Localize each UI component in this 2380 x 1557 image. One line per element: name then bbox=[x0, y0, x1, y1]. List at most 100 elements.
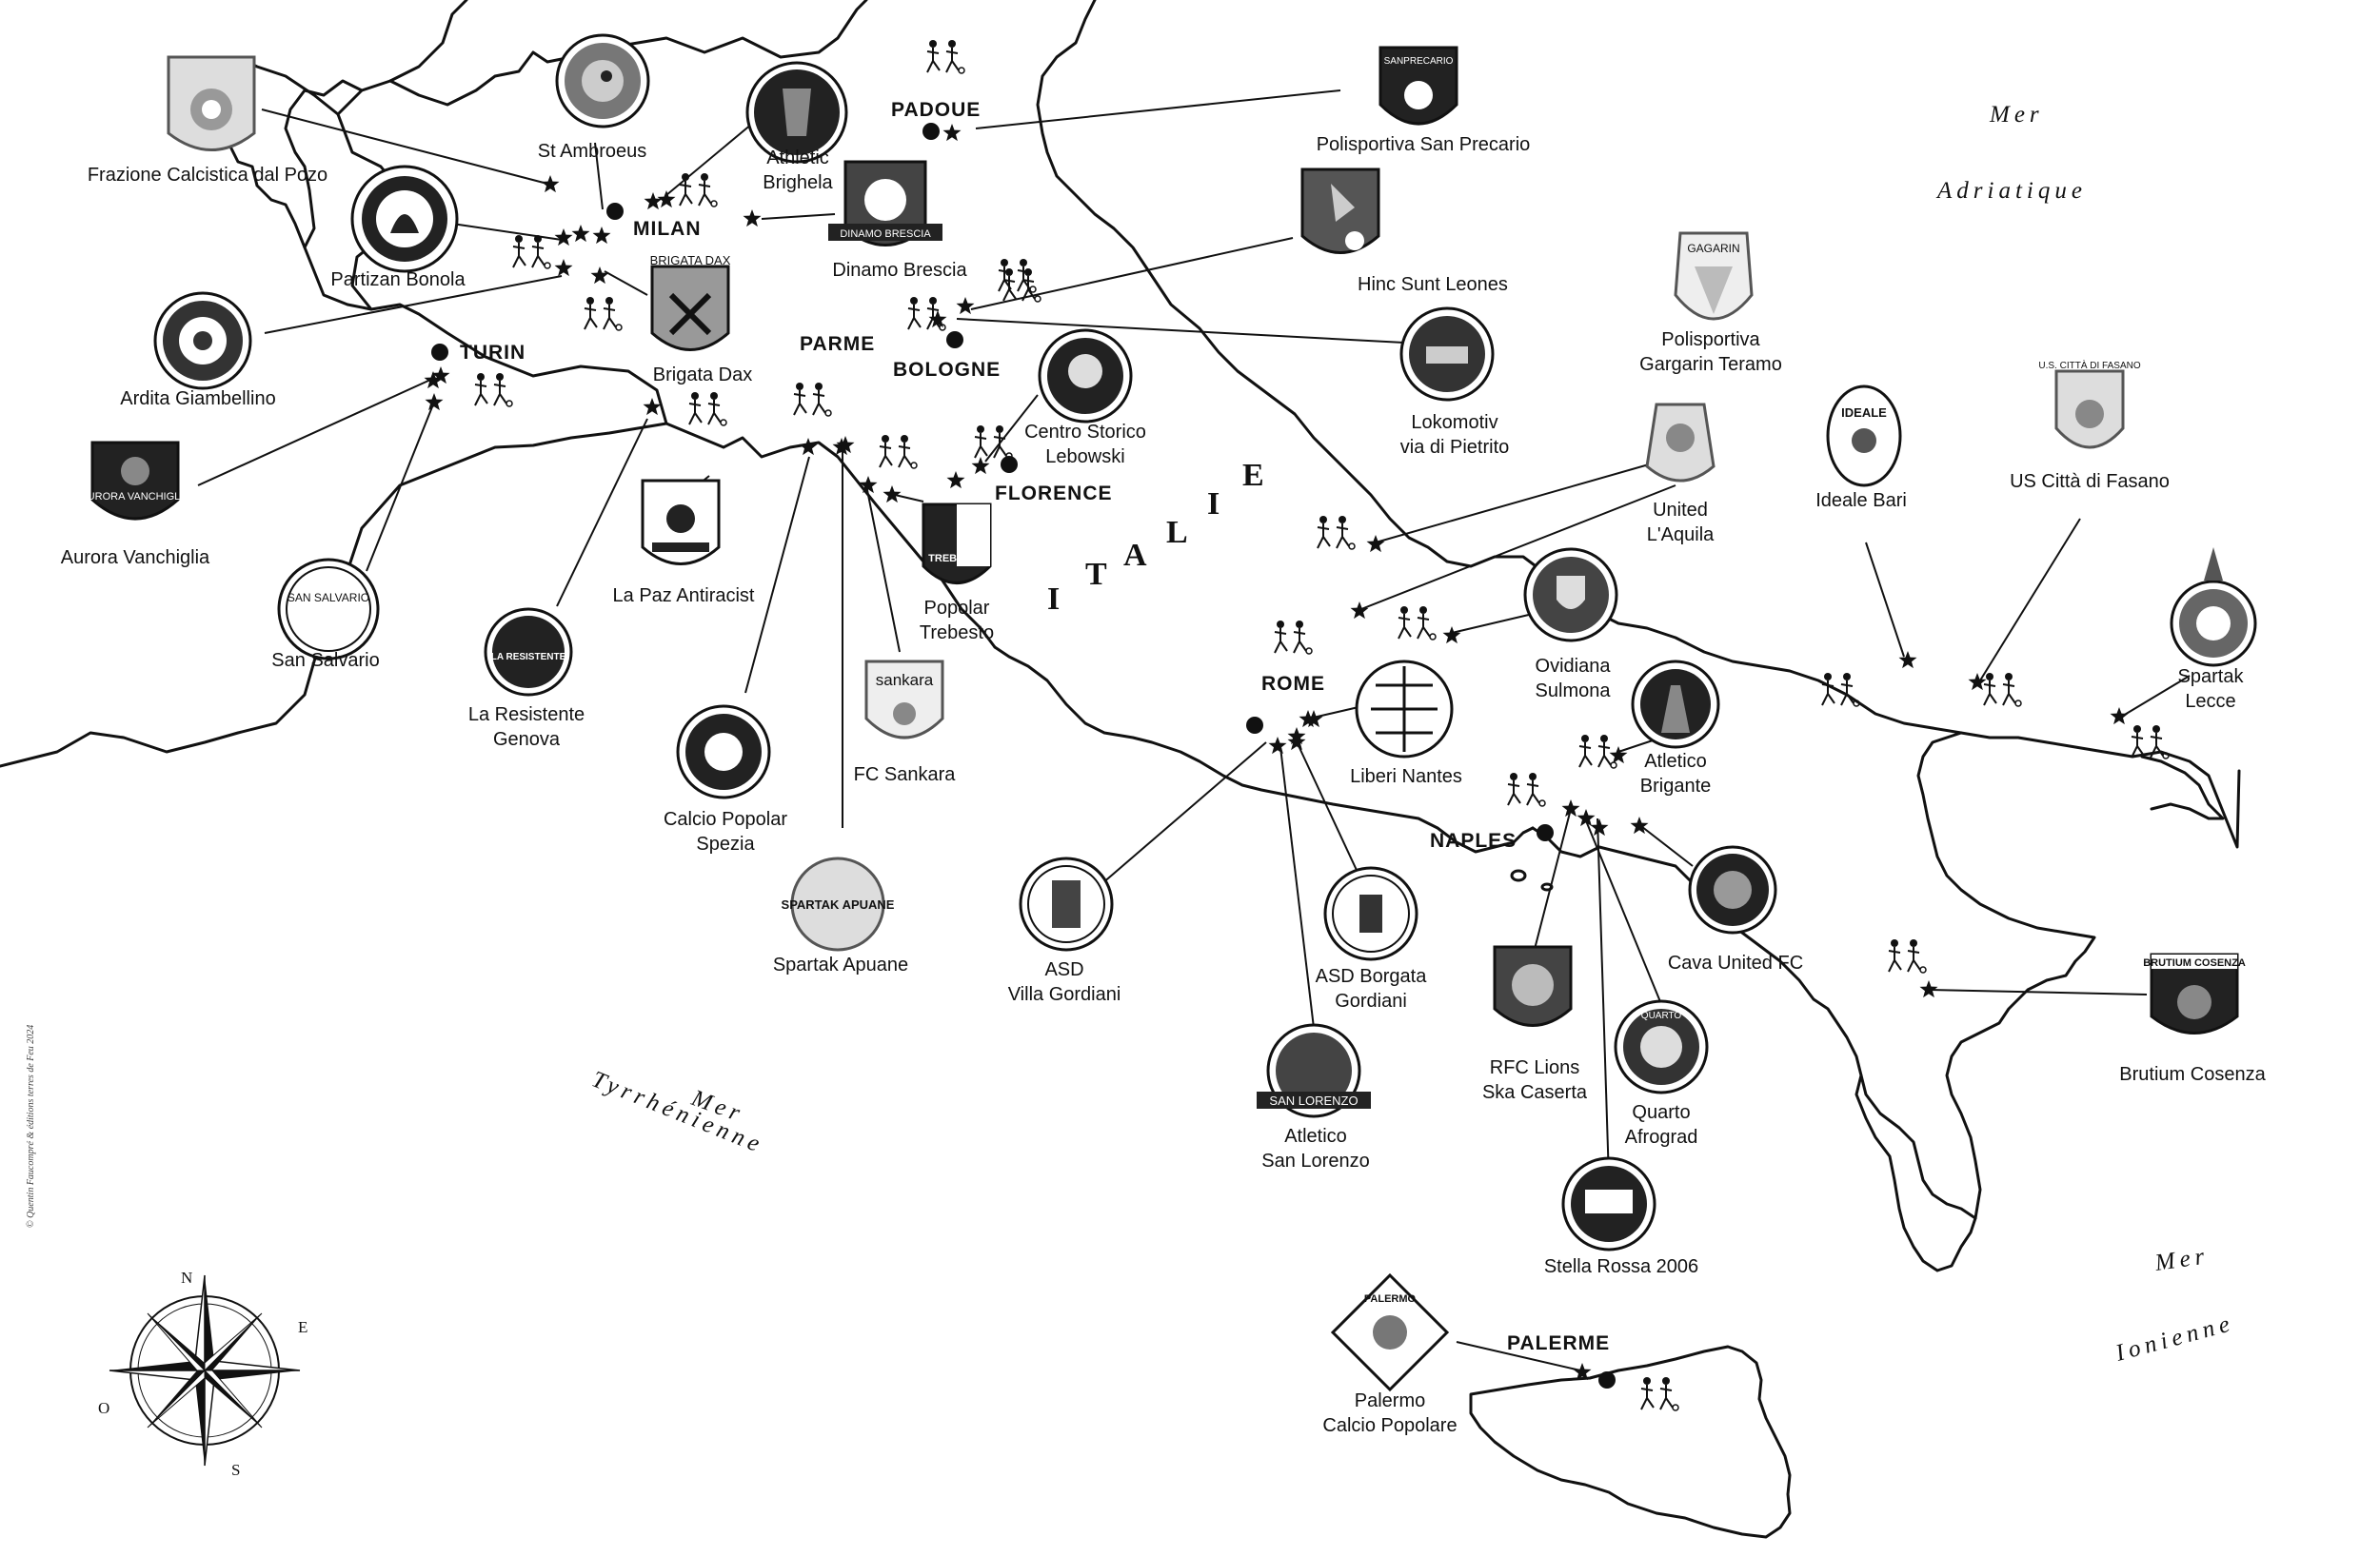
club-label: Ovidiana bbox=[1536, 656, 1612, 677]
island-ischia bbox=[1510, 869, 1527, 882]
city-label-naples: NAPLES bbox=[1430, 830, 1517, 852]
football-player-sketch-icon bbox=[1317, 516, 1356, 550]
club-location-star-icon bbox=[1287, 733, 1306, 751]
club-location-star-icon bbox=[1573, 1363, 1592, 1381]
united-laquila-badge-icon bbox=[1645, 403, 1716, 483]
popolar-trebesto-badge-icon: TREBESTO bbox=[922, 503, 992, 584]
football-player-sketch-icon bbox=[1983, 673, 2022, 707]
club-location-star-icon bbox=[883, 485, 902, 503]
football-player-sketch-icon bbox=[688, 392, 727, 426]
club-label: San Salvario bbox=[271, 650, 379, 671]
la-paz-antiracist-badge-icon bbox=[641, 479, 721, 565]
svg-text:BRIGATA DAX: BRIGATA DAX bbox=[650, 253, 731, 267]
svg-text:LA RESISTENTE: LA RESISTENTE bbox=[491, 652, 566, 662]
campania-coast bbox=[1531, 826, 1977, 1220]
frazione-badge-icon bbox=[167, 55, 256, 151]
club-label: San Lorenzo bbox=[1261, 1151, 1369, 1172]
city-dot-turin bbox=[431, 344, 448, 361]
quarto-afrograd-badge-icon: QUARTO bbox=[1614, 999, 1709, 1094]
football-player-sketch-icon bbox=[474, 373, 513, 407]
club-location-star-icon bbox=[799, 438, 818, 456]
club-label: RFC Lions bbox=[1490, 1057, 1579, 1078]
coastline bbox=[0, 0, 2241, 1539]
hinc-sunt-leones-badge-icon bbox=[1300, 168, 1380, 254]
city-label-parme: PARME bbox=[800, 333, 875, 355]
club-label: Trebesto bbox=[920, 622, 994, 643]
asd-villa-gordiani-badge-icon bbox=[1019, 857, 1114, 952]
spartak-apuane-badge-icon: SPARTAK APUANE bbox=[782, 857, 895, 952]
spartak-lecce-badge-icon bbox=[2170, 547, 2257, 667]
club-label: Polisportiva San Precario bbox=[1317, 134, 1531, 155]
club-label: Ideale Bari bbox=[1815, 490, 1907, 511]
football-player-sketch-icon bbox=[998, 259, 1037, 293]
club-label: US Città di Fasano bbox=[2010, 471, 2170, 492]
ideale-bari-badge-icon: IDEALE bbox=[1826, 384, 1902, 487]
football-player-sketch-icon bbox=[1640, 1377, 1679, 1411]
svg-text:U.S. CITTÀ DI FASANO: U.S. CITTÀ DI FASANO bbox=[2038, 359, 2140, 371]
football-player-sketch-icon bbox=[1888, 939, 1927, 974]
svg-text:SAN SALVARIO: SAN SALVARIO bbox=[288, 591, 369, 604]
svg-text:SAN LORENZO: SAN LORENZO bbox=[1269, 1094, 1358, 1108]
club-label: Centro Storico bbox=[1024, 422, 1146, 443]
club-location-star-icon bbox=[743, 209, 762, 227]
football-player-sketch-icon bbox=[1398, 606, 1437, 641]
club-location-star-icon bbox=[1968, 673, 1987, 691]
club-location-star-icon bbox=[644, 192, 663, 210]
svg-text:QUARTO: QUARTO bbox=[1641, 1011, 1682, 1021]
palermo-calcio-popolare-badge-icon: PALERMO bbox=[1330, 1272, 1450, 1392]
club-label: Hinc Sunt Leones bbox=[1358, 274, 1508, 295]
city-dot-palerme bbox=[1598, 1371, 1616, 1389]
club-label: Brutium Cosenza bbox=[2119, 1064, 2266, 1085]
club-label: Aurora Vanchiglia bbox=[61, 547, 210, 568]
city-label-padoue: PADOUE bbox=[891, 99, 981, 121]
club-location-star-icon bbox=[1919, 980, 1938, 998]
club-label: Brighela bbox=[763, 172, 833, 193]
cava-united-badge-icon bbox=[1688, 845, 1777, 935]
club-location-star-icon bbox=[571, 225, 590, 243]
football-player-sketch-icon bbox=[1274, 621, 1313, 655]
club-location-star-icon bbox=[928, 310, 947, 328]
rfc-lions-ska-caserta-badge-icon bbox=[1493, 945, 1573, 1027]
club-label: Gargarin Teramo bbox=[1639, 354, 1782, 375]
club-label: Afrograd bbox=[1625, 1127, 1698, 1148]
club-label: La Resistente bbox=[468, 704, 585, 725]
island-capri bbox=[1540, 882, 1554, 892]
club-label: Spezia bbox=[696, 834, 755, 855]
liberi-nantes-badge-icon bbox=[1355, 660, 1454, 759]
football-player-sketch-icon bbox=[879, 435, 918, 469]
aurora-vanchiglia-badge-icon: AURORA VANCHIGLIA bbox=[80, 441, 190, 521]
football-player-sketch-icon bbox=[1507, 773, 1546, 807]
club-label: Lecce bbox=[2185, 691, 2235, 712]
ovidiana-sulmona-badge-icon bbox=[1523, 547, 1618, 642]
dinamo-brescia-badge-icon: DINAMO BRESCIA bbox=[828, 160, 942, 246]
city-label-turin: TURIN bbox=[460, 342, 526, 364]
club-label: Lokomotiv bbox=[1411, 412, 1497, 433]
country-letter: L bbox=[1166, 515, 1188, 550]
country-label: I T A L I E bbox=[1047, 458, 1264, 617]
svg-text:TREBESTO: TREBESTO bbox=[928, 553, 985, 564]
brigata-dax-badge-icon: BRIGATA DAX bbox=[650, 253, 731, 351]
athletic-brighela-badge-icon bbox=[745, 61, 848, 164]
club-label: Spartak Apuane bbox=[773, 955, 908, 976]
centro-storico-lebowski-badge-icon bbox=[1038, 328, 1133, 424]
sea-adriatique-line2: Adriatique bbox=[1935, 178, 2087, 204]
brutium-cosenza-badge-icon: BRUTIUM COSENZA bbox=[2143, 953, 2246, 1035]
club-location-star-icon bbox=[1577, 809, 1596, 827]
club-label: La Paz Antiracist bbox=[613, 585, 755, 606]
country-letter: I bbox=[1207, 486, 1220, 522]
football-player-sketch-icon bbox=[679, 173, 718, 207]
club-label: Lebowski bbox=[1045, 446, 1124, 467]
club-location-star-icon bbox=[424, 371, 443, 389]
football-player-sketches bbox=[474, 40, 2170, 1411]
club-badges: SANPRECARIO DINAMO BRESCIA BRIGATA DAX bbox=[80, 33, 2257, 1392]
svg-text:sankara: sankara bbox=[876, 671, 934, 689]
club-location-star-icon bbox=[1630, 817, 1649, 835]
club-location-star-icon bbox=[1299, 710, 1318, 728]
country-letter: E bbox=[1242, 458, 1264, 493]
football-player-sketch-icon bbox=[907, 297, 946, 331]
city-label-rome: ROME bbox=[1261, 673, 1325, 695]
city-dot-padoue bbox=[922, 123, 940, 140]
club-label: Palermo bbox=[1355, 1390, 1425, 1411]
club-label: United bbox=[1653, 500, 1708, 521]
calabria-coast bbox=[1916, 731, 2096, 1220]
